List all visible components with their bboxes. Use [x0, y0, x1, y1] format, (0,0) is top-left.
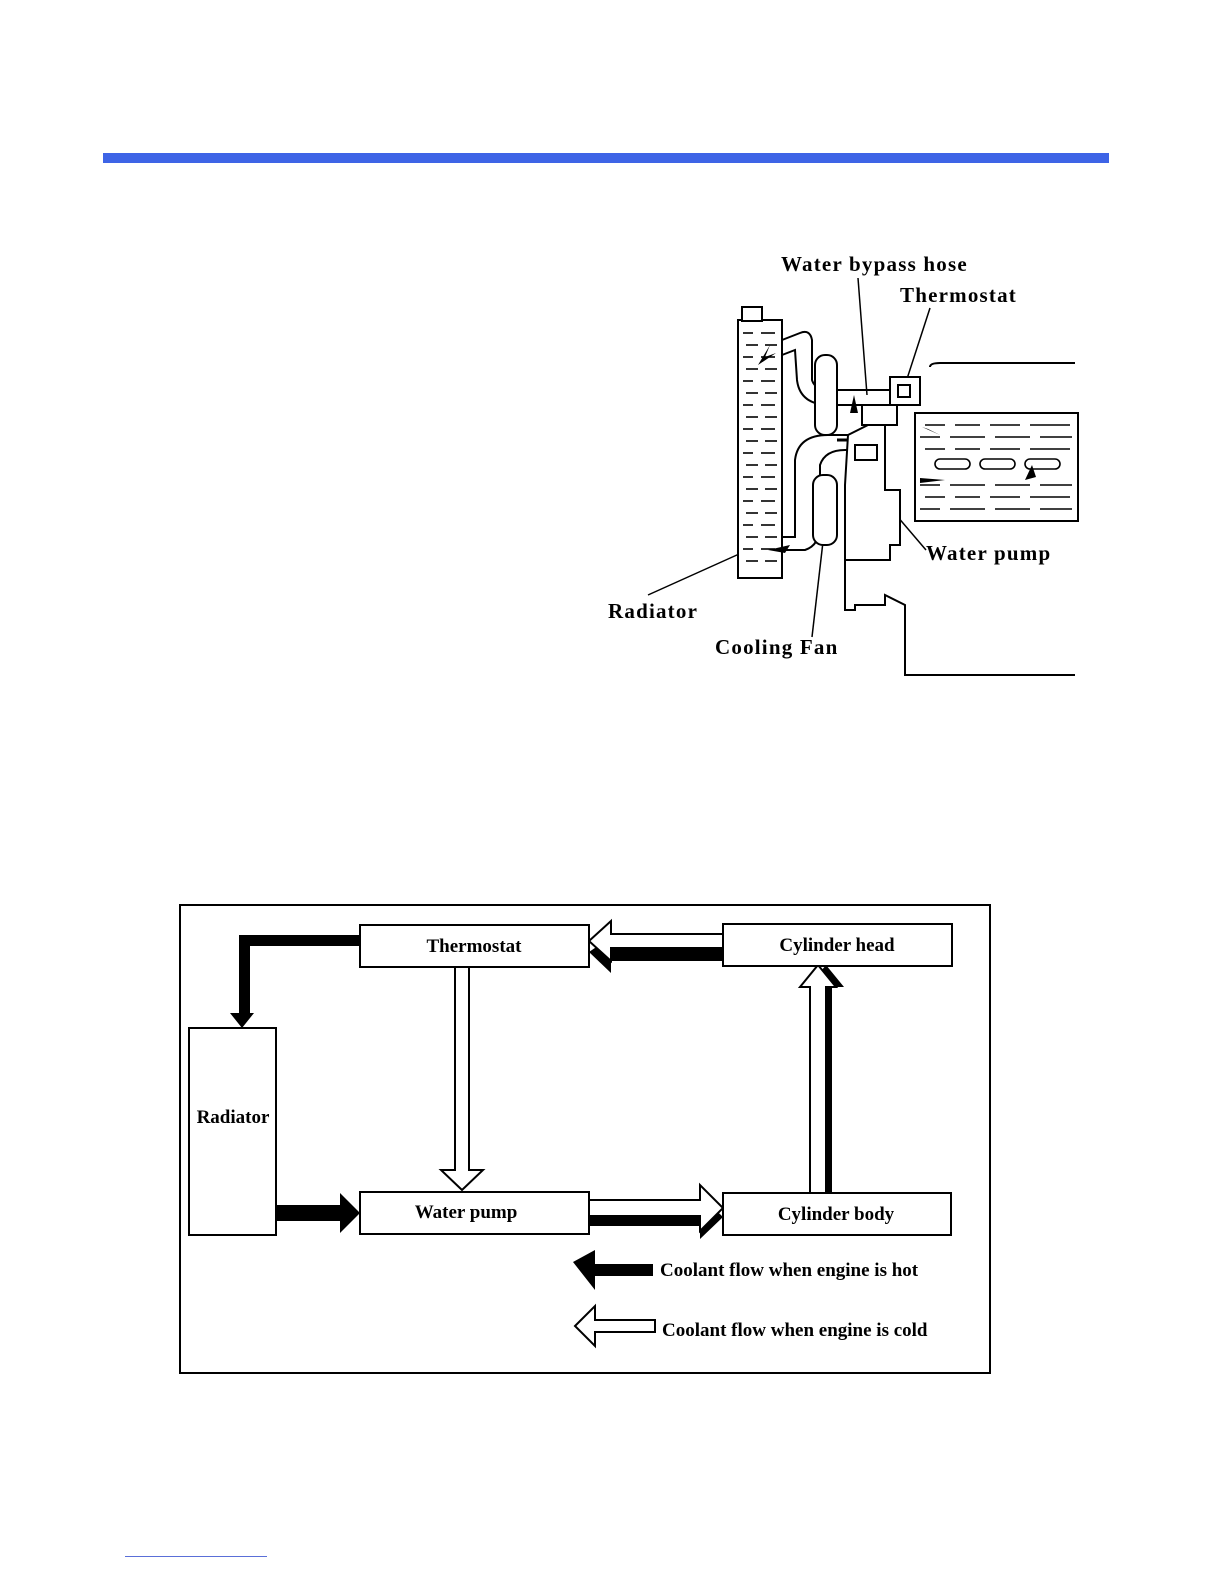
footer-rule — [125, 1556, 267, 1557]
node-cylinder-head: Cylinder head — [723, 924, 952, 966]
label-water-bypass-hose: Water bypass hose — [781, 252, 968, 276]
header-rule — [103, 153, 1109, 163]
node-water-pump-label: Water pump — [415, 1202, 518, 1223]
thermostat-drawing — [890, 377, 920, 405]
node-water-pump: Water pump — [360, 1192, 589, 1234]
node-cylinder-body-label: Cylinder body — [778, 1204, 895, 1225]
radiator-drawing — [738, 307, 782, 578]
label-water-pump: Water pump — [926, 541, 1051, 565]
node-radiator: Radiator — [189, 1028, 276, 1235]
diagram-frame — [180, 905, 990, 1373]
legend-cold-label: Coolant flow when engine is cold — [662, 1320, 928, 1341]
node-cylinder-body: Cylinder body — [723, 1193, 951, 1235]
node-radiator-label: Radiator — [197, 1107, 270, 1128]
node-thermostat: Thermostat — [360, 925, 589, 967]
cooling-system-schematic: Water bypass hose Thermostat Water pump … — [600, 245, 1090, 690]
engine-block-drawing — [915, 363, 1078, 521]
label-cooling-fan: Cooling Fan — [715, 635, 838, 659]
leader-lines — [648, 278, 930, 637]
coolant-flow-diagram: Thermostat Cylinder head Radiator Water … — [170, 895, 1000, 1385]
node-thermostat-label: Thermostat — [427, 936, 523, 957]
label-thermostat: Thermostat — [900, 283, 1017, 307]
node-cylinder-head-label: Cylinder head — [779, 935, 895, 956]
label-radiator: Radiator — [608, 599, 698, 623]
legend-hot-label: Coolant flow when engine is hot — [660, 1260, 919, 1281]
